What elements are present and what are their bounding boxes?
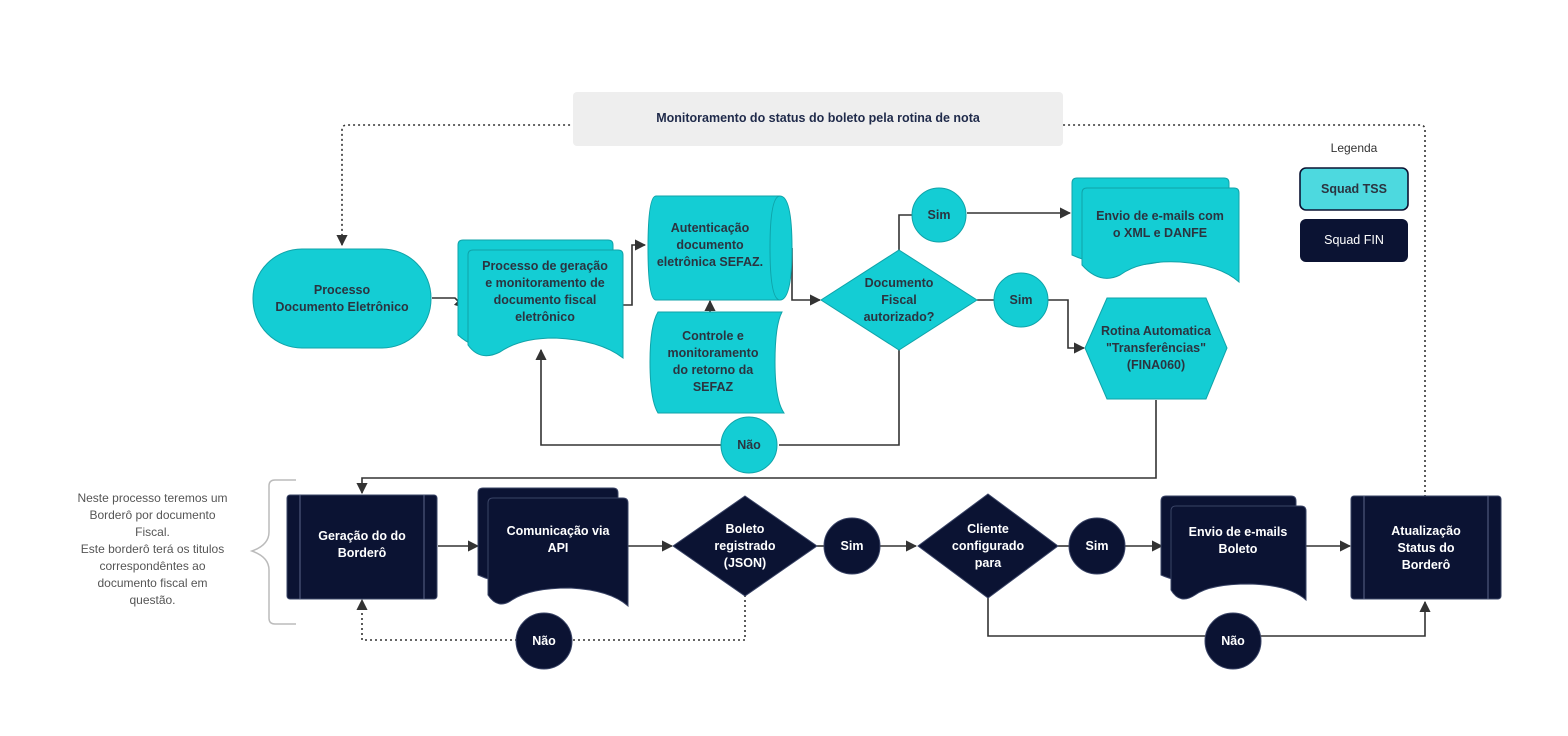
- top-nao-connector: [720, 416, 778, 474]
- connector-decisao-sim-envio: [898, 213, 1070, 250]
- connector-decisao-sim-rotina: [977, 299, 1084, 348]
- rotina-hexagon: [1084, 297, 1228, 400]
- top-sim-1-connector: [911, 187, 967, 243]
- atualizacao-process: [1350, 495, 1502, 600]
- geracao-bordero-label: Geração do do Borderô: [318, 529, 406, 560]
- note-text: Neste processo teremos um Borderô por do…: [77, 491, 228, 607]
- cliente-label: Cliente configurado para: [951, 521, 1025, 570]
- processo-terminator: [252, 248, 432, 349]
- connector-decisao-nao-geracao: [541, 350, 900, 446]
- comunicacao-label: Comunicação via API: [506, 524, 610, 555]
- top-sim-1-label: Sim: [927, 207, 951, 222]
- monitoring-banner-text: Monitoramento do status do boleto pela r…: [656, 110, 980, 125]
- top-nao-label: Não: [737, 437, 761, 452]
- bottom-sim-1-label: Sim: [840, 538, 864, 553]
- autenticacao-label: Autenticação documento eletrônica SEFAZ.: [656, 220, 764, 269]
- monitoring-banner: [573, 92, 1063, 146]
- bottom-nao-2-label: Não: [1221, 633, 1245, 648]
- geracao-bordero-process: [286, 494, 438, 600]
- envio-xml-multidocument-front: [1081, 187, 1240, 284]
- envio-boleto-label: Envio de e-mails Boleto: [1188, 525, 1288, 556]
- documento-fiscal-decision: [820, 249, 978, 351]
- processo-label: Processo Documento Eletrônico: [275, 282, 409, 314]
- comunicacao-multidocument-front: [487, 497, 629, 608]
- envio-boleto-multidocument-front: [1170, 505, 1307, 602]
- bottom-sim-2-label: Sim: [1085, 538, 1109, 553]
- connector-cliente-nao-atualizacao: [987, 598, 1425, 637]
- bottom-nao-1-connector: [515, 612, 573, 670]
- connector-boleto-nao-bordero: [362, 595, 746, 641]
- note-brace: [249, 479, 296, 625]
- bottom-sim-2-connector: [1068, 517, 1126, 575]
- top-sim-2-label: Sim: [1009, 292, 1033, 307]
- legend-title: Legenda: [1330, 141, 1378, 155]
- atualizacao-label: Atualização Status do Borderô: [1391, 523, 1461, 572]
- envio-xml-label: Envio de e-mails com o XML e DANFE: [1096, 209, 1224, 240]
- connector-autenticacao-decisao: [791, 248, 822, 306]
- connector-rotina-bordero: [356, 400, 1157, 495]
- controle-label: Controle e monitoramento do retorno da S…: [667, 329, 759, 394]
- geracao-doc-multidocument-front: [467, 249, 624, 360]
- cliente-configurado-decision: [917, 493, 1059, 599]
- legend-fin-label: Squad FIN: [1324, 233, 1384, 247]
- bottom-nao-1-label: Não: [532, 633, 556, 648]
- legend-fin-swatch: [1300, 219, 1408, 262]
- controle-stored-shape: [649, 311, 785, 414]
- legend-tss-label: Squad TSS: [1321, 181, 1387, 196]
- legend-tss-swatch: [1299, 167, 1409, 211]
- bottom-sim-1-connector: [823, 517, 881, 575]
- connector-geracao-autenticacao: [622, 239, 647, 306]
- geracao-doc-label: Processo de geração e monitoramento de d…: [482, 259, 608, 324]
- autenticacao-stored-data-edge: [769, 195, 781, 301]
- boleto-label: Boleto registrado (JSON): [714, 521, 776, 570]
- boleto-registrado-decision: [672, 495, 818, 597]
- top-sim-2-connector: [993, 272, 1049, 328]
- decisao-label: Documento Fiscal autorizado?: [863, 275, 935, 324]
- rotina-label: Rotina Automatica "Transferências" (FINA…: [1101, 323, 1211, 372]
- bottom-nao-2-connector: [1204, 612, 1262, 670]
